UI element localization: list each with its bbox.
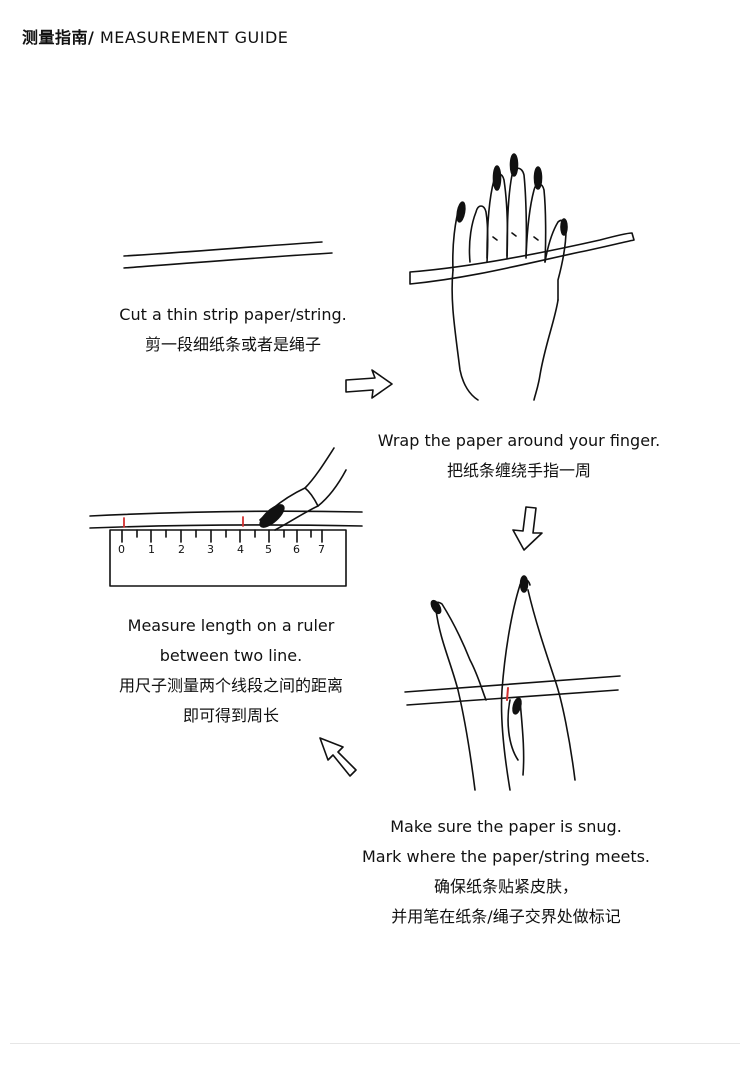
ruler-label-3: 3 bbox=[207, 543, 214, 556]
ruler-label-0: 0 bbox=[118, 543, 125, 556]
step-2-caption: Wrap the paper around your finger. 把纸条缠绕… bbox=[366, 426, 672, 486]
step-1-caption: Cut a thin strip paper/string. 剪一段细纸条或者是… bbox=[100, 300, 366, 360]
ruler-label-7: 7 bbox=[318, 543, 325, 556]
arrow-up-left-icon bbox=[319, 737, 357, 777]
step-2-cn: 把纸条缠绕手指一周 bbox=[446, 461, 591, 480]
page-title-en: MEASUREMENT GUIDE bbox=[94, 28, 289, 47]
step-3-en-2: Mark where the paper/string meets. bbox=[361, 847, 651, 866]
paper-strip-illustration bbox=[123, 241, 333, 269]
step-2-en: Wrap the paper around your finger. bbox=[377, 431, 661, 450]
step-4-cn-2: 即可得到周长 bbox=[182, 706, 279, 725]
ruler-label-5: 5 bbox=[265, 543, 272, 556]
hand-wrap-illustration bbox=[409, 153, 635, 401]
ruler-illustration: 0 1 2 3 4 5 6 7 bbox=[89, 447, 363, 587]
ruler-label-2: 2 bbox=[178, 543, 185, 556]
footer-divider bbox=[10, 1043, 740, 1044]
ruler-label-6: 6 bbox=[293, 543, 300, 556]
step-3-caption: Make sure the paper is snug. Mark where … bbox=[336, 812, 676, 932]
step-4-cn-1: 用尺子测量两个线段之间的距离 bbox=[118, 676, 343, 695]
page-title-cn: 测量指南/ bbox=[22, 28, 95, 47]
arrow-down-icon bbox=[512, 506, 543, 551]
ruler-label-4: 4 bbox=[237, 543, 244, 556]
step-3-en-1: Make sure the paper is snug. bbox=[390, 817, 622, 836]
step-3-cn-1: 确保纸条贴紧皮肤， bbox=[433, 877, 578, 896]
step-4-en-1: Measure length on a ruler bbox=[127, 616, 335, 635]
step-3-cn-2: 并用笔在纸条/绳子交界处做标记 bbox=[391, 907, 621, 926]
step-4-en-2: between two line. bbox=[159, 646, 303, 665]
step-1-cn: 剪一段细纸条或者是绳子 bbox=[144, 335, 321, 354]
arrow-right-icon bbox=[345, 369, 393, 399]
page-title: 测量指南/ MEASUREMENT GUIDE bbox=[22, 24, 288, 48]
step-1-en: Cut a thin strip paper/string. bbox=[119, 305, 347, 324]
hand-mark-illustration bbox=[404, 575, 621, 791]
step-4-caption: Measure length on a ruler between two li… bbox=[86, 611, 376, 731]
ruler-label-1: 1 bbox=[148, 543, 155, 556]
